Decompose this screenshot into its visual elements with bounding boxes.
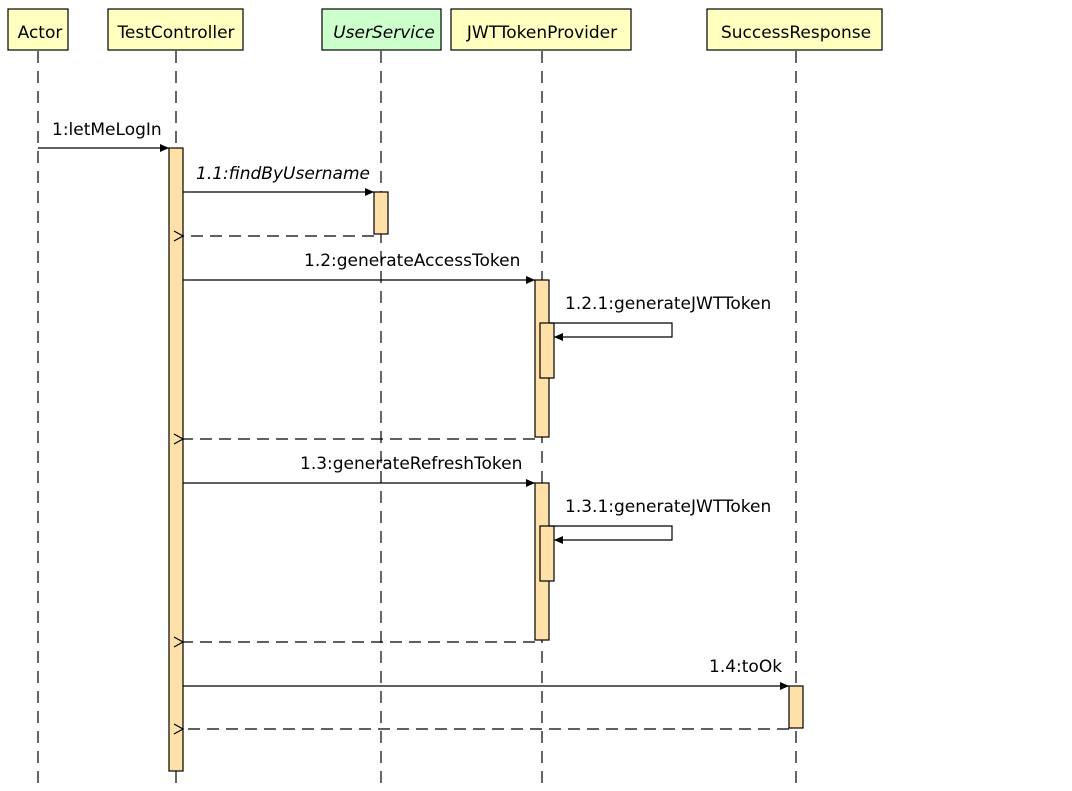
participant-success-response[interactable]: SuccessResponse: [706, 8, 883, 51]
self-arrow-m1-2-1: [549, 322, 673, 341]
message-label-m1-2-1: 1.2.1:generateJWTToken: [565, 294, 771, 314]
activations: [168, 147, 804, 772]
participant-test-controller[interactable]: TestController: [107, 8, 244, 51]
message-label-m1-3-1: 1.3.1:generateJWTToken: [565, 497, 771, 517]
message-label-m1-2: 1.2:generateAccessToken: [304, 251, 520, 271]
participant-label-actor: Actor: [18, 23, 63, 43]
activation-test-controller: [168, 147, 184, 772]
message-label-m1: 1:letMeLogIn: [52, 120, 162, 140]
participant-label-user-service: UserService: [333, 23, 435, 43]
message-label-m1-4: 1.4:toOk: [709, 657, 782, 677]
participant-label-jwt-token-provider: JWTTokenProvider: [466, 23, 617, 43]
self-arrow-m1-3-1: [549, 525, 673, 544]
activation-user-service: [373, 191, 389, 235]
activation-success-response: [788, 685, 804, 729]
activation-jwt-access-self: [539, 322, 555, 379]
participant-actor[interactable]: Actor: [7, 8, 69, 51]
lifelines: [37, 51, 797, 791]
participant-label-success-response: SuccessResponse: [721, 23, 871, 43]
participant-user-service[interactable]: UserService: [321, 8, 442, 51]
participant-jwt-token-provider[interactable]: JWTTokenProvider: [450, 8, 632, 51]
participant-label-test-controller: TestController: [116, 23, 234, 43]
messages: [38, 144, 789, 729]
message-label-m1-1: 1.1:findByUsername: [196, 164, 370, 184]
message-label-m1-3: 1.3:generateRefreshToken: [300, 454, 522, 474]
activation-jwt-refresh-self: [539, 525, 555, 582]
